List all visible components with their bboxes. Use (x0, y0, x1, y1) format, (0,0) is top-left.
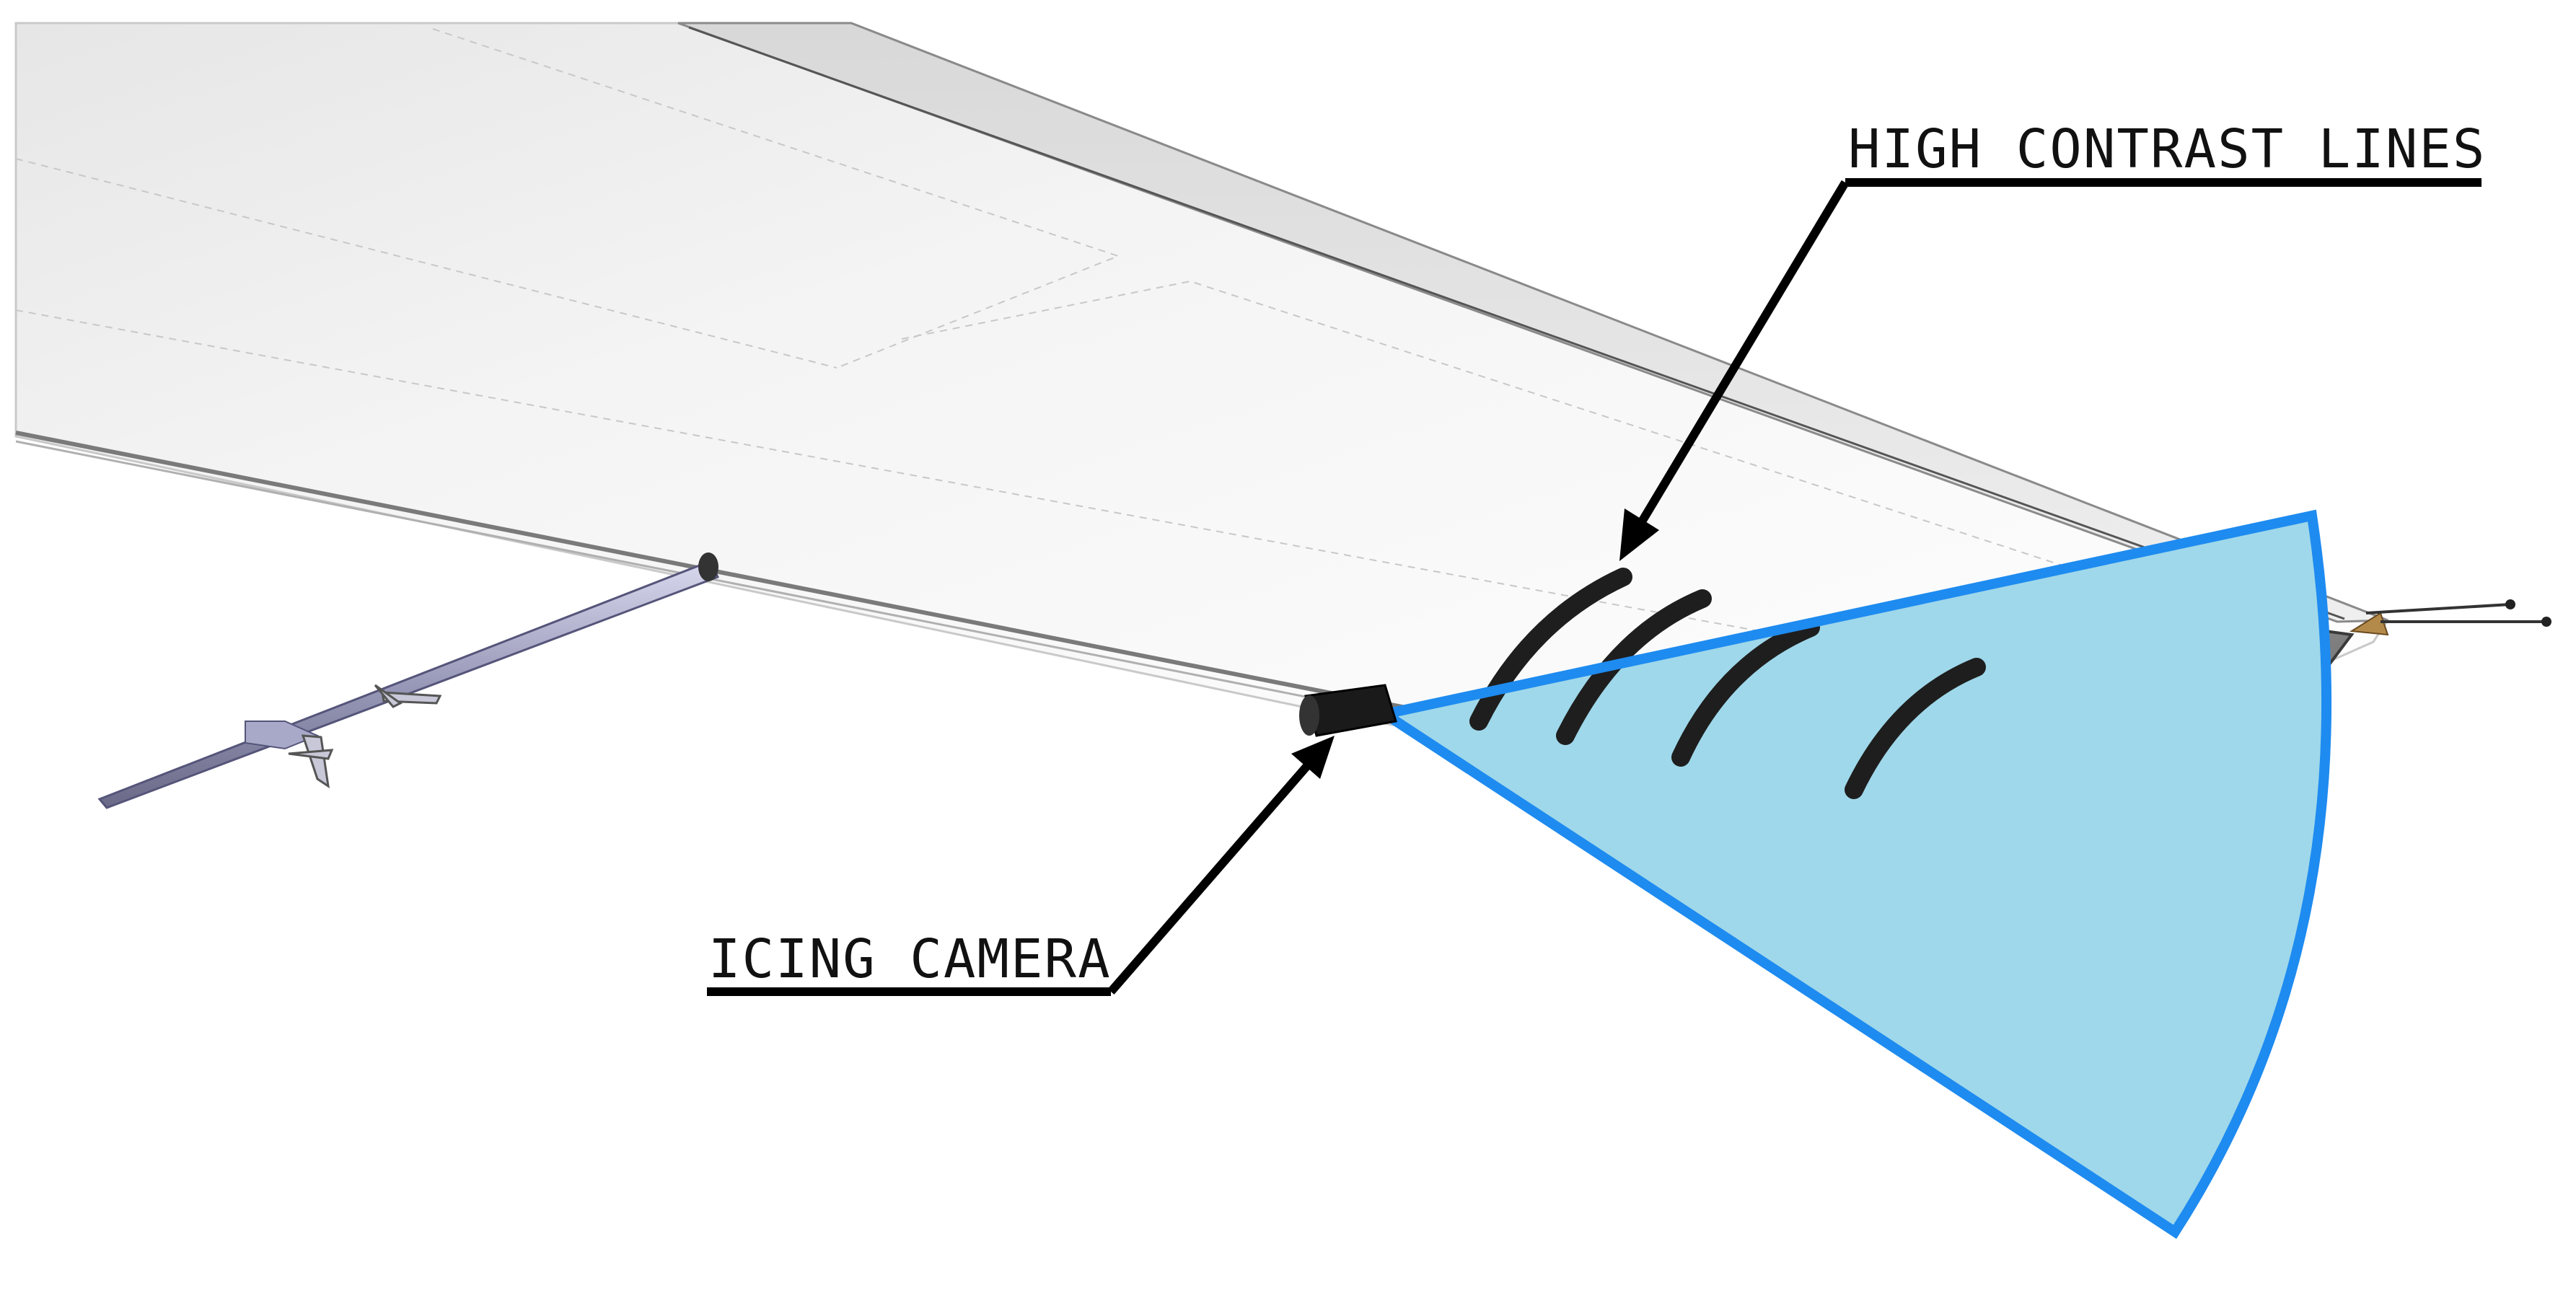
callout-high-contrast-lines: HIGH CONTRAST LINES (1619, 118, 2486, 561)
contrast-stripe-3 (1671, 618, 1820, 767)
contrast-stripe-2 (1556, 589, 1712, 745)
camera-field-of-view (1385, 516, 2327, 1232)
camera-fov-outline (1372, 509, 2332, 1239)
callout-icing-camera: ICING CAMERA (707, 736, 1335, 996)
probe-vane-2 (374, 684, 442, 708)
high-contrast-lines-label: HIGH CONTRAST LINES (1848, 118, 2486, 180)
tip-antennas (2349, 599, 2551, 636)
contrast-stripe-4 (1845, 658, 1986, 799)
pitot-probe (97, 552, 720, 809)
probe-vane-1 (288, 734, 334, 789)
panel-lines (15, 28, 2165, 693)
camera-icon (1299, 684, 1397, 737)
icing-camera-label: ICING CAMERA (708, 928, 1112, 990)
